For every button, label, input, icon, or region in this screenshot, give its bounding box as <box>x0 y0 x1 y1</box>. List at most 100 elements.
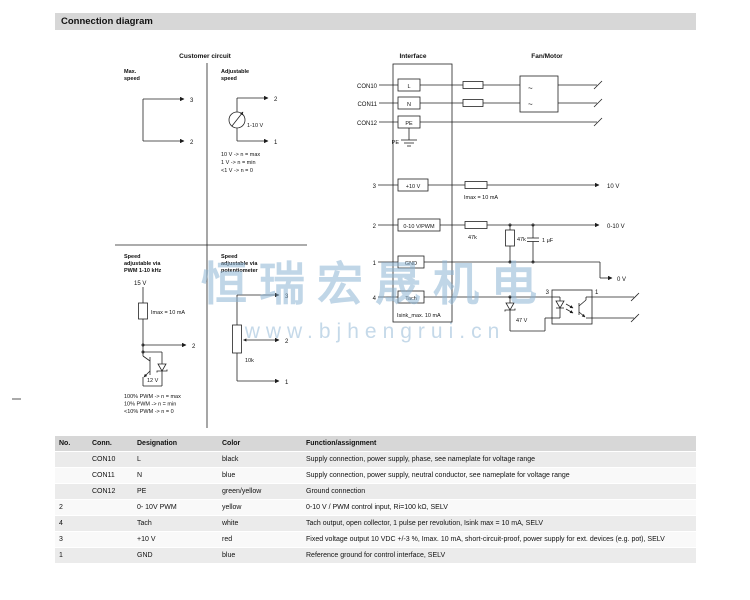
column-header-no: No. <box>55 436 88 452</box>
label-fan-motor: Fan/Motor <box>531 53 563 60</box>
current-limit: Imax = 10 mA <box>151 310 185 316</box>
pin-number: 1 <box>274 140 278 146</box>
output-label: 0-10 V <box>607 224 625 230</box>
cell-conn: CON11 <box>88 467 133 484</box>
cell-no: 1 <box>55 547 88 564</box>
note: 100% PWM -> n = max <box>124 394 181 400</box>
pin-number: 3 <box>373 184 377 190</box>
interface-box <box>392 63 453 323</box>
cell-no <box>55 467 88 484</box>
fuse-icon <box>462 81 484 89</box>
pin-number: 2 <box>274 97 278 103</box>
cell-conn: CON10 <box>88 451 133 468</box>
cell-no: 3 <box>55 531 88 548</box>
capacitor-icon <box>527 237 539 242</box>
note: <10% PWM -> n = 0 <box>124 409 174 415</box>
cell-color: black <box>218 451 302 468</box>
label-interface: Interface <box>399 53 426 60</box>
note: <1 V -> n = 0 <box>221 168 253 174</box>
opto-pin-number: 3 <box>546 290 550 296</box>
table-row: 3 +10 V red Fixed voltage output 10 VDC … <box>55 531 696 548</box>
note: 10% PWM -> n = min <box>124 402 176 408</box>
adjustable-speed-label: Adjustable <box>221 69 249 75</box>
supply-voltage: 15 V <box>134 281 146 287</box>
cell-conn <box>88 515 133 532</box>
cell-designation: PE <box>133 483 218 500</box>
continuation-slash <box>593 98 603 108</box>
opto-pin-number: 1 <box>595 290 599 296</box>
cell-function: Ground connection <box>302 483 696 500</box>
cell-function: Supply connection, power supply, phase, … <box>302 451 696 468</box>
mains-wires <box>379 75 603 147</box>
table-row: CON11 N blue Supply connection, power su… <box>55 467 696 484</box>
zener-value: 12 V <box>147 378 159 384</box>
cell-conn: CON12 <box>88 483 133 500</box>
cell-no <box>55 483 88 500</box>
pot-label: Speed <box>221 254 238 260</box>
cell-conn <box>88 499 133 516</box>
pin-label: L <box>407 84 410 90</box>
connection-table: No. Conn. Designation Color Function/ass… <box>55 436 696 564</box>
continuation-slash <box>630 292 640 302</box>
wires <box>138 287 187 387</box>
pin-number: 4 <box>373 296 377 302</box>
pin-label: GND <box>405 261 417 267</box>
ground-icon <box>401 139 417 147</box>
margin-mark <box>12 398 21 400</box>
resistor-value: 47k <box>468 235 477 241</box>
note: 10 V -> n = max <box>221 152 260 158</box>
connector-label: CON12 <box>357 121 378 127</box>
table-row: 1 GND blue Reference ground for control … <box>55 547 696 564</box>
pin-number: 2 <box>190 140 194 146</box>
resistor-icon <box>138 302 148 320</box>
resistor-icon <box>464 181 488 189</box>
table-header-row: No. Conn. Designation Color Function/ass… <box>55 436 696 452</box>
zener-diode-icon <box>505 302 515 311</box>
pin-label: 0-10 V/PWM <box>403 224 435 230</box>
optocoupler-box <box>551 289 593 325</box>
pwm-label: adjustable via <box>124 261 161 267</box>
resistor-icon <box>464 221 488 229</box>
pin-number: 2 <box>373 224 377 230</box>
continuation-slash <box>630 313 640 323</box>
column-header-designation: Designation <box>133 436 218 452</box>
pin-number: 1 <box>373 261 377 267</box>
connector-label: CON10 <box>357 84 378 90</box>
pot-label: adjustable via <box>221 261 258 267</box>
cell-color: yellow <box>218 499 302 516</box>
fuse-icon <box>462 99 484 107</box>
adjustable-speed-label: speed <box>221 76 237 82</box>
max-speed-label: Max. <box>124 69 137 75</box>
page-title: Connection diagram <box>61 16 153 27</box>
section-header: Connection diagram <box>55 13 696 30</box>
ac-symbol: ~ <box>528 100 533 109</box>
cell-color: red <box>218 531 302 548</box>
pin-number: 2 <box>192 344 196 350</box>
note: 1 V -> n = min <box>221 160 256 166</box>
cell-function: Reference ground for control interface, … <box>302 547 696 564</box>
resistor-icon <box>505 229 515 247</box>
cell-color: white <box>218 515 302 532</box>
continuation-slash <box>593 80 603 90</box>
column-header-color: Color <box>218 436 302 452</box>
pot-label: potentiometer <box>221 268 259 274</box>
ac-symbol: ~ <box>528 84 533 93</box>
zener-value: 47 V <box>516 318 528 324</box>
capacitor-value: 1 μF <box>542 238 554 244</box>
wires <box>142 96 185 144</box>
label-customer-circuit: Customer circuit <box>179 53 231 60</box>
potentiometer-circuit: Speed adjustable via potentiometer 3 2 1… <box>221 254 289 386</box>
cell-designation: GND <box>133 547 218 564</box>
continuation-slash <box>593 117 603 127</box>
cell-color: green/yellow <box>218 483 302 500</box>
cell-designation: +10 V <box>133 531 218 548</box>
pin-label: +10 V <box>406 184 421 190</box>
cell-designation: L <box>133 451 218 468</box>
pin-number: 3 <box>285 294 289 300</box>
wires <box>232 292 280 384</box>
source-value: 1-10 V <box>247 123 264 129</box>
pin-number: 3 <box>190 98 194 104</box>
column-header-function: Function/assignment <box>302 436 696 452</box>
led-icon <box>555 300 565 309</box>
